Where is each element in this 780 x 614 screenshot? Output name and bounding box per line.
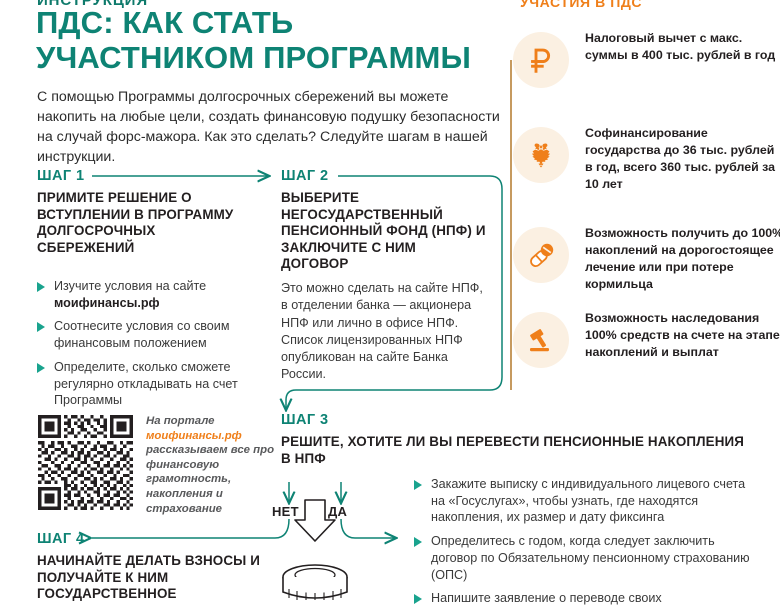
bullet-text: Изучите условия на сайте	[54, 279, 207, 293]
bullet-strong[interactable]: моифинансы.рф	[54, 295, 160, 310]
branch-no-label: НЕТ	[272, 504, 299, 519]
page-title-line2: УЧАСТНИКОМ ПРОГРАММЫ	[36, 39, 472, 75]
qr-code-icon[interactable]	[38, 415, 133, 510]
coin-icon	[282, 564, 348, 600]
qr-caption: На портале моифинансы.рф рассказываем вс…	[146, 414, 276, 516]
qr-caption-line1: На портале	[146, 415, 215, 427]
ruble-icon	[513, 32, 569, 88]
step-2-label: ШАГ 2	[281, 168, 329, 184]
qr-caption-line2: рассказываем все про финансовую грамотно…	[146, 444, 275, 515]
benefit-text: Возможность получить до 100% накоплений …	[585, 226, 780, 291]
qr-block[interactable]	[38, 415, 133, 510]
step-1-label: ШАГ 1	[37, 168, 85, 184]
intro-paragraph: С помощью Программы долгосрочных сбереже…	[37, 89, 500, 166]
step-3-label: ШАГ 3	[281, 412, 329, 428]
benefit-text: Возможность наследования 100% средств на…	[585, 311, 780, 359]
step-3-bullets: Закажите выписку с индивидуального лицев…	[414, 476, 759, 614]
panel-title: УЧАСТИЯ В ПДС	[520, 0, 643, 10]
step-4-heading: НАЧИНАЙТЕ ДЕЛАТЬ ВЗНОСЫ И ПОЛУЧАЙТЕ К НИ…	[37, 553, 260, 602]
step-3-heading: РЕШИТЕ, ХОТИТЕ ЛИ ВЫ ПЕРЕВЕСТИ ПЕНСИОННЫ…	[281, 434, 745, 466]
step-1-bullets: Изучите условия на сайте моифинансы.рф С…	[37, 278, 262, 416]
list-item: Закажите выписку с индивидуального лицев…	[414, 476, 759, 526]
double-headed-eagle-icon	[513, 127, 569, 183]
pills-icon	[513, 227, 569, 283]
branch-yes-label: ДА	[328, 504, 348, 519]
list-item: Напишите заявление о переводе своих	[414, 590, 759, 607]
benefit-text: Софинансирование государства до 36 тыс. …	[585, 126, 776, 191]
list-item: Соотнесите условия со своим финансовым п…	[37, 318, 262, 351]
step-4-label: ШАГ 4	[37, 531, 85, 547]
kicker: ИНСТРУКЦИЯ	[37, 0, 149, 9]
benefit-text: Налоговый вычет с макс. суммы в 400 тыс.…	[585, 31, 776, 62]
panel-divider	[510, 60, 512, 390]
page-title-line1: ПДС: КАК СТАТЬ	[36, 5, 294, 40]
step-2-body: Это можно сделать на сайте НПФ, в отделе…	[281, 281, 483, 382]
step-2-heading: ВЫБЕРИТЕ НЕГОСУДАРСТВЕННЫЙ ПЕНСИОННЫЙ ФО…	[281, 190, 486, 272]
page-title: ПДС: КАК СТАТЬ УЧАСТНИКОМ ПРОГРАММЫ	[36, 5, 516, 75]
list-item: Определитесь с годом, когда следует закл…	[414, 533, 759, 583]
gavel-icon	[513, 312, 569, 368]
qr-brand[interactable]: моифинансы.рф	[146, 429, 242, 442]
step-1-heading: ПРИМИТЕ РЕШЕНИЕ О ВСТУПЛЕНИИ В ПРОГРАММУ…	[37, 190, 234, 255]
infographic-page: ИНСТРУКЦИЯ ПДС: КАК СТАТЬ УЧАСТНИКОМ ПРО…	[36, 0, 780, 605]
list-item: Изучите условия на сайте моифинансы.рф	[37, 278, 262, 311]
list-item: Определите, сколько сможете регулярно от…	[37, 359, 262, 409]
